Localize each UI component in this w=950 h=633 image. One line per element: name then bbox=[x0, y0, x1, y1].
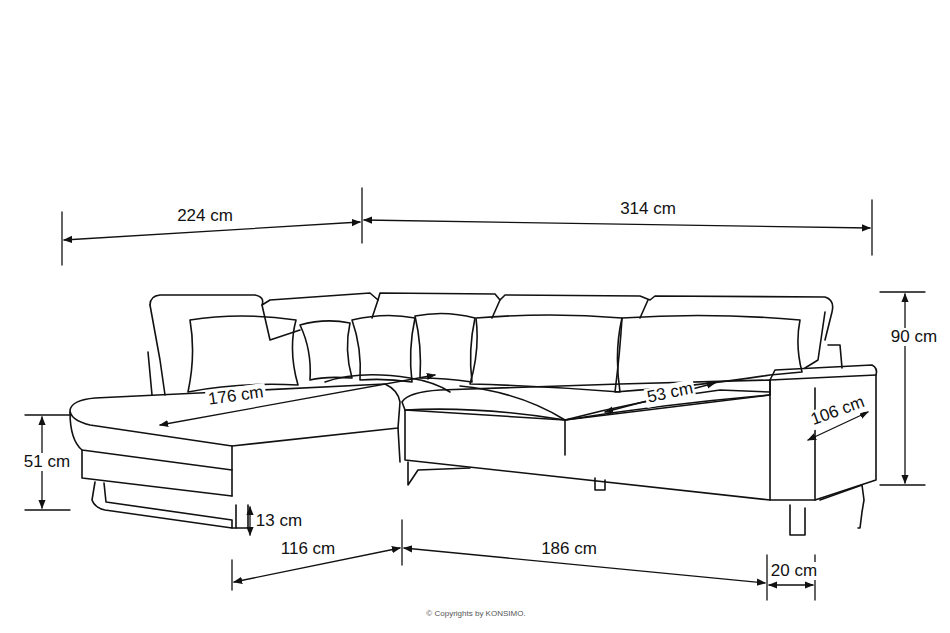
dimension-label: 90 cm bbox=[889, 328, 939, 347]
dimension-label: 116 cm bbox=[279, 540, 338, 559]
dimension-label: 13 cm bbox=[254, 512, 304, 531]
dimension-label: 20 cm bbox=[769, 562, 819, 581]
dimension-label: 106 cm bbox=[807, 392, 870, 430]
copyright-note: © Copyrights by KONSIMO. bbox=[424, 610, 527, 619]
dimension-label: 224 cm bbox=[175, 207, 235, 226]
dimension-label: 51 cm bbox=[22, 453, 72, 472]
dimension-label: 314 cm bbox=[618, 200, 678, 219]
dimension-label: 186 cm bbox=[539, 540, 599, 559]
dimension-label: 176 cm bbox=[205, 383, 267, 410]
